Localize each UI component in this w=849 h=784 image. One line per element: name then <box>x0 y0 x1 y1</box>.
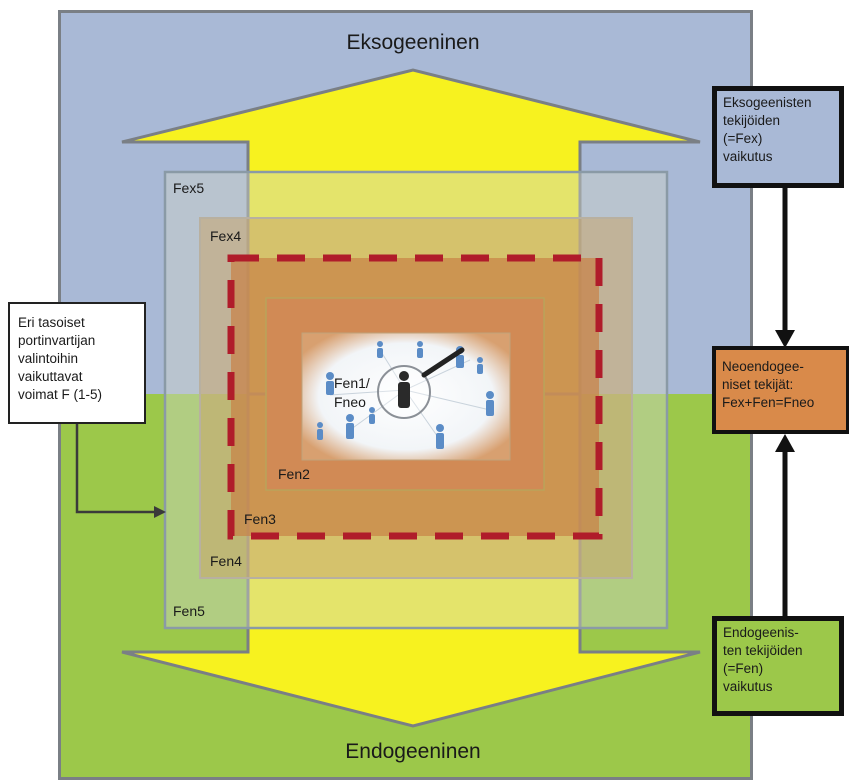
level-label-fen5: Fen5 <box>173 603 205 619</box>
level-label-fen1: Fen1/ Fneo <box>334 375 370 410</box>
level-label-fen3: Fen3 <box>244 511 276 527</box>
endogenous-title: Endogeeninen <box>345 740 481 763</box>
level-label-fen2: Fen2 <box>278 466 310 482</box>
forces-description-box: Eri tasoiset portinvartijan valintoihin … <box>8 302 146 424</box>
level-label-fex5: Fex5 <box>173 180 205 196</box>
exogenous-factors-box: Eksogeenisten tekijöiden (=Fex) vaikutus <box>712 86 844 188</box>
level-label-fen4: Fen4 <box>210 553 242 569</box>
level-label-fex4: Fex4 <box>210 228 242 244</box>
people-icons <box>317 341 494 449</box>
left-connector-arrowhead <box>154 506 166 518</box>
endogenous-factors-box: Endogeenis- ten tekijöiden (=Fen) vaikut… <box>712 616 844 716</box>
central-person-icon <box>398 371 410 408</box>
left-connector <box>75 424 160 514</box>
right-bottom-arrowhead <box>775 434 795 452</box>
neoendogenous-factors-box: Neoendogee- niset tekijät: Fex+Fen=Fneo <box>712 346 849 434</box>
exogenous-title: Eksogeeninen <box>346 31 480 54</box>
dashed-frame <box>227 254 603 540</box>
right-top-arrowhead <box>775 330 795 348</box>
